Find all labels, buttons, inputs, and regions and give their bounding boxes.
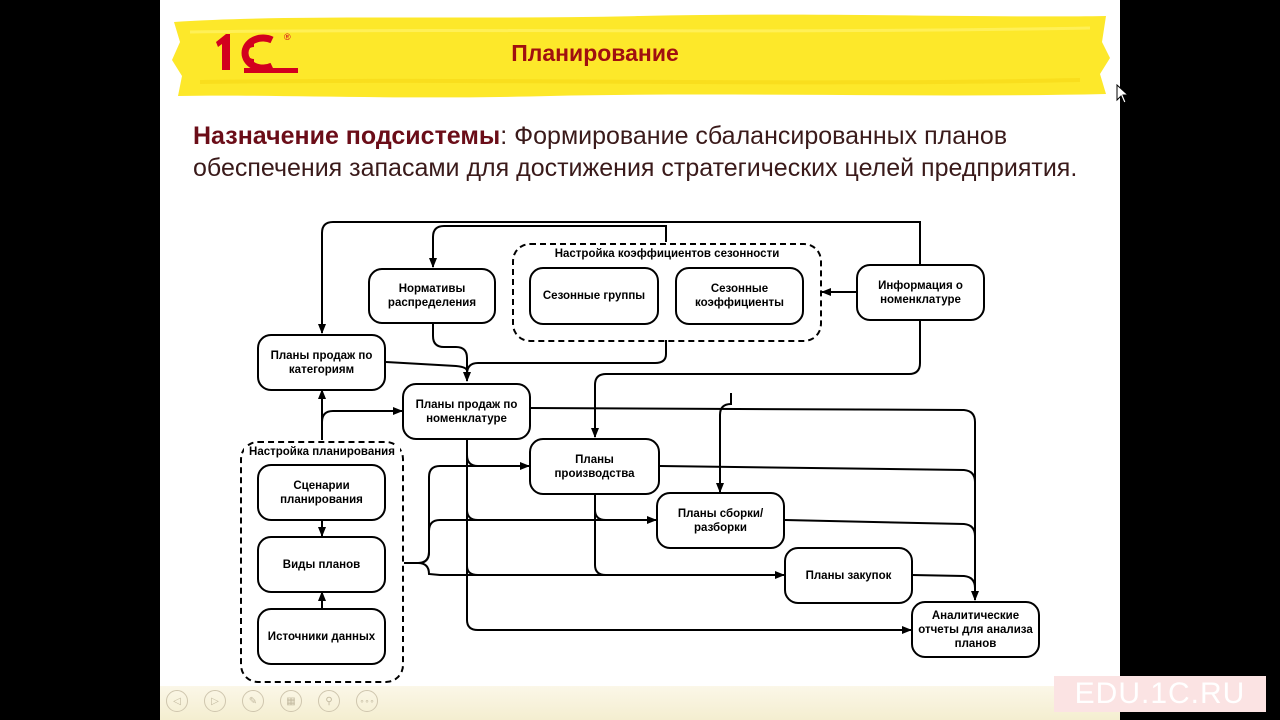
assembly-box: Планы сборки/ разборки xyxy=(656,492,785,549)
slide-title: Планирование xyxy=(511,40,679,66)
purpose-text: Назначение подсистемы: Формирование сбал… xyxy=(193,120,1093,184)
mouse-cursor-icon xyxy=(1116,84,1130,104)
norms-box: Нормативы распределения xyxy=(368,268,496,324)
item-info-box: Информация о номенклатуре xyxy=(856,264,985,321)
diagram-connectors xyxy=(318,221,979,634)
registered-mark: ® xyxy=(284,32,291,42)
analytics-box: Аналитические отчеты для анализа планов xyxy=(911,601,1040,658)
seasonality-group xyxy=(512,243,822,342)
data-sources-box: Источники данных xyxy=(257,608,386,665)
planning-setup-group xyxy=(240,441,404,683)
1c-logo-icon xyxy=(216,34,298,73)
scenarios-box: Сценарии планирования xyxy=(257,464,386,521)
edu-watermark: EDU.1C.RU xyxy=(1054,676,1266,712)
more-icon[interactable]: ∘∘∘ xyxy=(356,690,378,712)
sales-by-item-box: Планы продаж по номенклатуре xyxy=(402,383,531,440)
slide-controls: ◁ ▷ ✎ ▦ ⚲ ∘∘∘ xyxy=(160,686,1120,720)
plan-types-box: Виды планов xyxy=(257,536,386,593)
production-box: Планы производства xyxy=(529,438,660,495)
purpose-body: : Формирование сбалансированных планов о… xyxy=(193,122,1078,182)
seasonal-groups-box: Сезонные группы xyxy=(529,267,659,325)
sales-by-category-box: Планы продаж по категориям xyxy=(257,334,386,391)
yellow-brush-banner xyxy=(172,14,1110,98)
zoom-icon[interactable]: ⚲ xyxy=(318,690,340,712)
seasonal-coef-box: Сезонные коэффициенты xyxy=(675,267,804,325)
purpose-lead: Назначение подсистемы xyxy=(193,122,501,150)
forward-icon[interactable]: ▷ xyxy=(204,690,226,712)
seasonality-group-title: Настройка коэффициентов сезонности xyxy=(545,248,789,260)
slides-icon[interactable]: ▦ xyxy=(280,690,302,712)
back-icon[interactable]: ◁ xyxy=(166,690,188,712)
pen-icon[interactable]: ✎ xyxy=(242,690,264,712)
purchases-box: Планы закупок xyxy=(784,547,913,604)
slide: ® Планирование Назначение подсистемы: Фо… xyxy=(160,0,1120,720)
planning-setup-group-title: Настройка планирования xyxy=(244,446,400,458)
